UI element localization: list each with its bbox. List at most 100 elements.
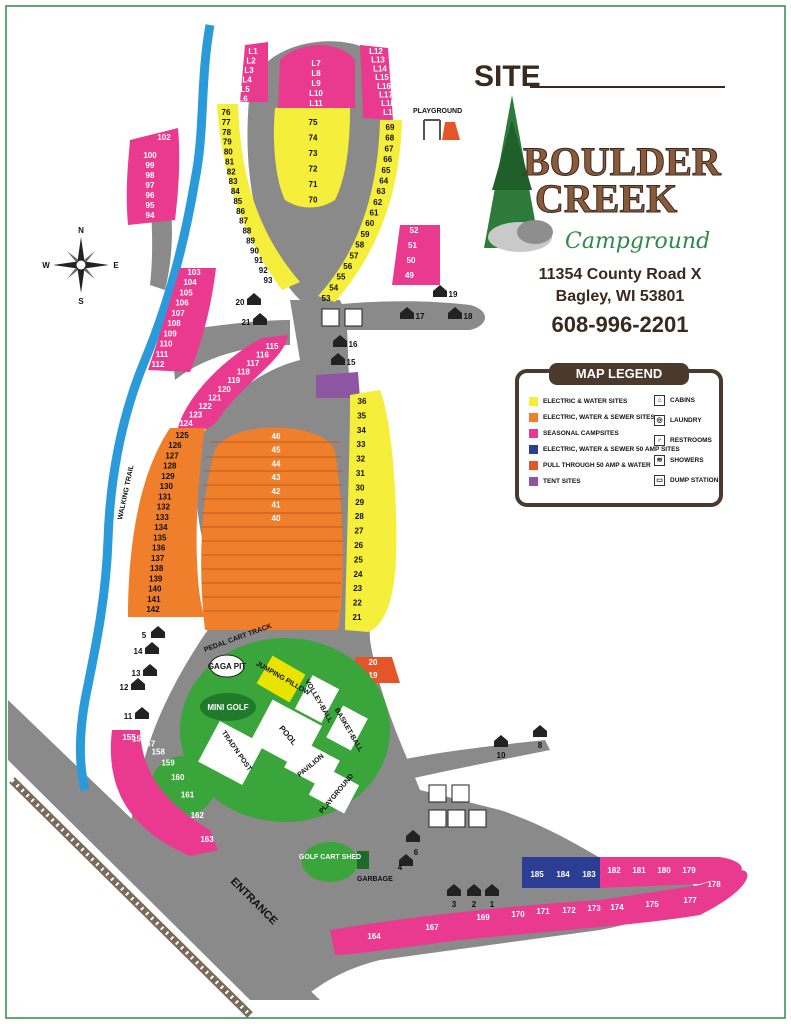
cabin-12[interactable]: 12 <box>120 678 145 692</box>
cabin-6[interactable]: 6 <box>406 830 420 857</box>
site-35[interactable]: 35 <box>357 411 366 420</box>
site-75[interactable]: 75 <box>309 118 318 127</box>
site-171[interactable]: 171 <box>536 907 550 916</box>
site-98[interactable]: 98 <box>146 171 155 180</box>
site-64[interactable]: 64 <box>379 176 388 185</box>
site-36[interactable]: 36 <box>358 397 367 406</box>
site-136[interactable]: 136 <box>152 544 166 553</box>
site-119[interactable]: 119 <box>227 376 240 385</box>
site-40[interactable]: 40 <box>272 514 281 523</box>
site-28[interactable]: 28 <box>355 512 364 521</box>
site-161[interactable]: 161 <box>181 790 195 799</box>
site-99[interactable]: 99 <box>146 161 155 170</box>
site-122[interactable]: 122 <box>198 402 212 411</box>
cabin-11[interactable]: 11 <box>124 707 149 721</box>
site-26[interactable]: 26 <box>354 541 363 550</box>
site-63[interactable]: 63 <box>377 187 386 196</box>
site-140[interactable]: 140 <box>148 585 162 594</box>
cabin-14[interactable]: 14 <box>134 642 159 656</box>
site-41[interactable]: 41 <box>272 501 281 510</box>
cabin-3[interactable]: 3 <box>447 884 461 909</box>
site-139[interactable]: 139 <box>149 574 163 583</box>
site-L10[interactable]: L10 <box>309 89 323 98</box>
site-180[interactable]: 180 <box>657 866 671 875</box>
site-L16[interactable]: L16 <box>377 82 391 91</box>
site-162[interactable]: 162 <box>191 811 205 820</box>
site-82[interactable]: 82 <box>227 167 236 176</box>
site-117[interactable]: 117 <box>246 359 259 368</box>
cabin-16[interactable]: 16 <box>333 335 358 349</box>
cabin-19[interactable]: 19 <box>433 285 458 299</box>
site-132[interactable]: 132 <box>157 503 171 512</box>
site-79[interactable]: 79 <box>223 138 232 147</box>
site-116[interactable]: 116 <box>256 351 269 360</box>
site-142[interactable]: 142 <box>146 605 160 614</box>
site-L5[interactable]: L5 <box>240 85 250 94</box>
site-182[interactable]: 182 <box>607 866 621 875</box>
site-97[interactable]: 97 <box>146 181 155 190</box>
site-52[interactable]: 52 <box>410 226 419 235</box>
site-178[interactable]: 178 <box>707 880 721 889</box>
site-88[interactable]: 88 <box>242 227 251 236</box>
site-54[interactable]: 54 <box>329 283 338 292</box>
site-104[interactable]: 104 <box>183 278 197 287</box>
site-93[interactable]: 93 <box>264 276 273 285</box>
site-L2[interactable]: L2 <box>246 57 256 66</box>
site-L1[interactable]: L1 <box>248 47 258 56</box>
site-87[interactable]: 87 <box>239 217 248 226</box>
site-156[interactable]: 156 <box>132 735 146 744</box>
site-78[interactable]: 78 <box>222 128 231 137</box>
site-33[interactable]: 33 <box>357 440 366 449</box>
site-102[interactable]: 102 <box>157 133 171 142</box>
site-71[interactable]: 71 <box>309 180 318 189</box>
site-159[interactable]: 159 <box>161 759 175 768</box>
site-81[interactable]: 81 <box>225 157 234 166</box>
cabin-17[interactable]: 17 <box>400 307 425 321</box>
site-89[interactable]: 89 <box>246 236 255 245</box>
cabin-8[interactable]: 8 <box>533 725 547 750</box>
site-90[interactable]: 90 <box>250 246 259 255</box>
site-25[interactable]: 25 <box>354 555 363 564</box>
site-20[interactable]: 20 <box>369 658 378 667</box>
site-50[interactable]: 50 <box>407 256 416 265</box>
site-86[interactable]: 86 <box>236 207 245 216</box>
site-83[interactable]: 83 <box>229 177 238 186</box>
site-94[interactable]: 94 <box>146 211 155 220</box>
site-31[interactable]: 31 <box>356 469 365 478</box>
cabin-21[interactable]: 21 <box>242 313 267 327</box>
site-43[interactable]: 43 <box>272 473 281 482</box>
site-127[interactable]: 127 <box>165 451 179 460</box>
site-103[interactable]: 103 <box>187 268 201 277</box>
site-55[interactable]: 55 <box>337 273 346 282</box>
site-118[interactable]: 118 <box>237 368 250 377</box>
site-128[interactable]: 128 <box>163 462 177 471</box>
site-95[interactable]: 95 <box>146 201 155 210</box>
site-112[interactable]: 112 <box>152 360 165 369</box>
site-115[interactable]: 115 <box>266 342 279 351</box>
cabin-13[interactable]: 13 <box>132 664 157 678</box>
site-96[interactable]: 96 <box>146 191 155 200</box>
site-24[interactable]: 24 <box>354 570 363 579</box>
site-L9[interactable]: L9 <box>311 79 321 88</box>
site-61[interactable]: 61 <box>370 209 379 218</box>
site-84[interactable]: 84 <box>231 187 240 196</box>
site-141[interactable]: 141 <box>147 595 161 604</box>
site-29[interactable]: 29 <box>355 498 364 507</box>
site-157[interactable]: 157 <box>142 739 156 748</box>
site-69[interactable]: 69 <box>386 123 395 132</box>
site-133[interactable]: 133 <box>155 513 169 522</box>
site-L4[interactable]: L4 <box>242 76 252 85</box>
site-L14[interactable]: L14 <box>373 64 387 73</box>
site-129[interactable]: 129 <box>161 472 175 481</box>
site-49[interactable]: 49 <box>405 271 414 280</box>
cabin-4[interactable]: 4 <box>398 854 413 872</box>
site-72[interactable]: 72 <box>309 165 318 174</box>
site-46[interactable]: 46 <box>272 432 281 441</box>
site-125[interactable]: 125 <box>175 431 189 440</box>
site-155[interactable]: 155 <box>122 733 136 742</box>
site-57[interactable]: 57 <box>350 251 359 260</box>
cabin-15[interactable]: 15 <box>331 353 356 367</box>
site-105[interactable]: 105 <box>179 288 193 297</box>
site-181[interactable]: 181 <box>632 866 646 875</box>
site-L15[interactable]: L15 <box>375 73 389 82</box>
